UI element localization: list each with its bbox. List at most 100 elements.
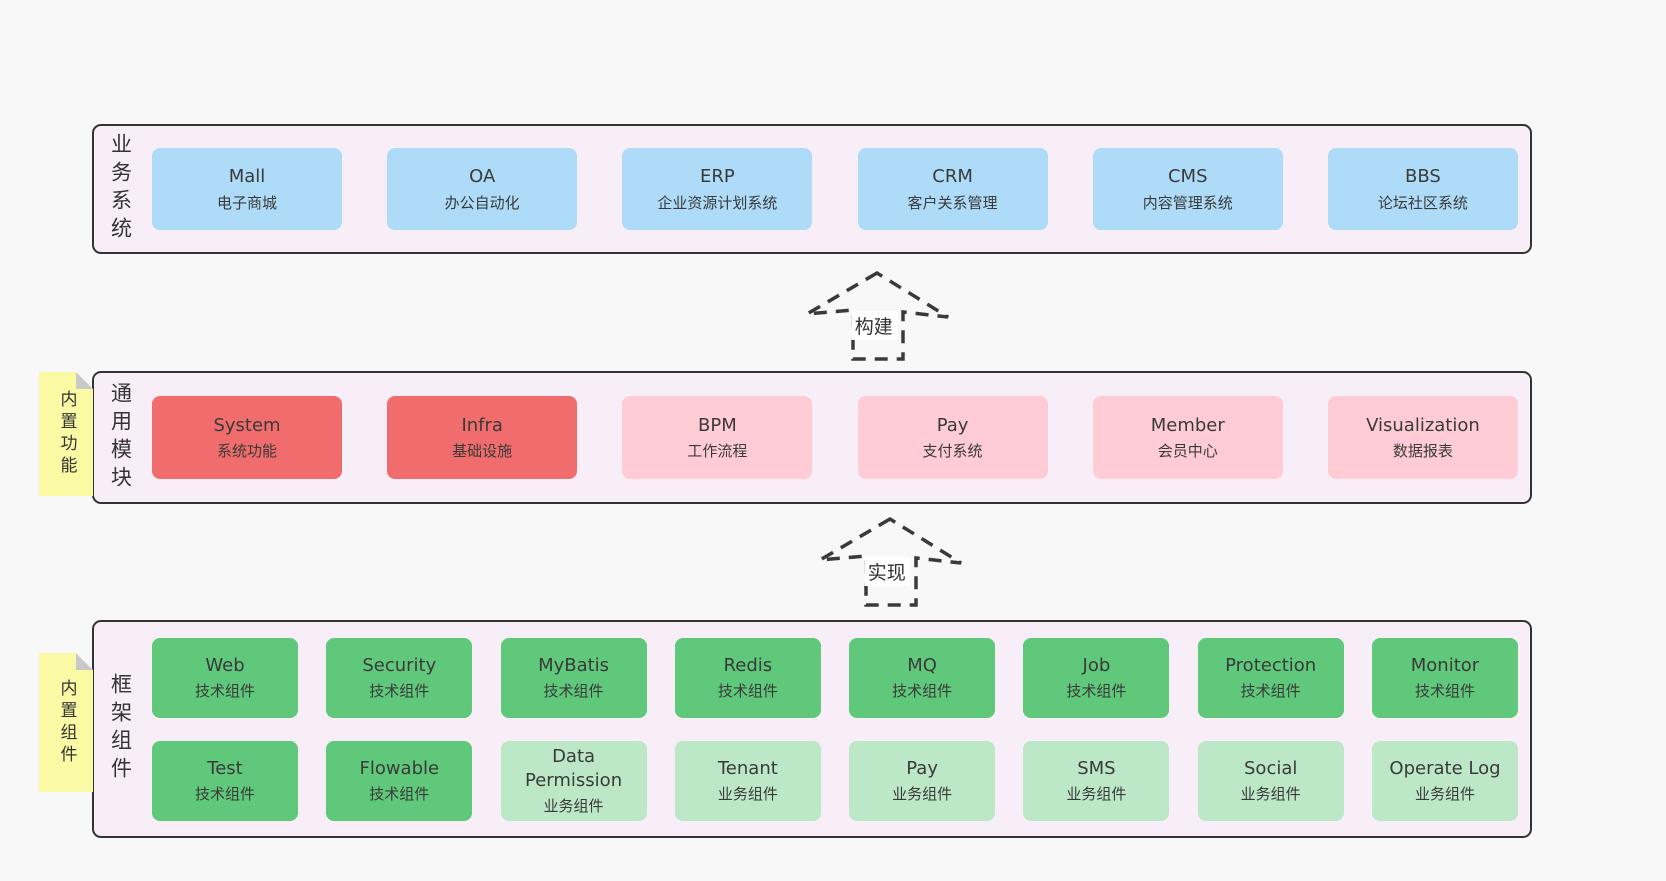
box-erp: ERP 企业资源计划系统 [622, 148, 813, 230]
box-name: Pay [936, 414, 969, 436]
box-desc: 工作流程 [687, 442, 748, 461]
box-pay-biz: Pay 业务组件 [849, 740, 996, 821]
box-mybatis: MyBatis 技术组件 [500, 637, 647, 718]
sticky-note-built-in-features: 内置功能 [39, 372, 93, 496]
business-boxes-row: Mall 电子商城 OA 办公自动化 ERP 企业资源计划系统 CRM 客户关系… [146, 126, 1530, 252]
box-sms: SMS 业务组件 [1023, 740, 1170, 821]
box-bbs: BBS 论坛社区系统 [1327, 148, 1518, 230]
box-desc: 技术组件 [369, 785, 430, 804]
box-desc: 系统功能 [216, 442, 277, 461]
box-data-permission: Data Permission 业务组件 [500, 740, 647, 821]
box-name: Tenant [717, 757, 778, 779]
modules-boxes-row: System 系统功能 Infra 基础设施 BPM 工作流程 Pay 支付系统… [146, 373, 1530, 502]
box-desc: 客户关系管理 [907, 193, 998, 212]
layer-modules-label: 通用模块 [108, 381, 133, 494]
box-desc: 企业资源计划系统 [657, 193, 778, 212]
arrow-build: 构建 [800, 268, 955, 365]
box-name: Monitor [1410, 654, 1480, 676]
box-desc: 技术组件 [194, 785, 255, 804]
box-desc: 业务组件 [1066, 785, 1127, 804]
arrow-implement: 实现 [813, 514, 968, 611]
box-monitor: Monitor 技术组件 [1371, 637, 1518, 718]
sticky-note-label: 内置功能 [56, 390, 77, 478]
framework-row-biz: Test 技术组件 Flowable 技术组件 Data Permission … [152, 740, 1518, 821]
box-oa: OA 办公自动化 [387, 148, 578, 230]
layer-business-systems: 业务系统 Mall 电子商城 OA 办公自动化 ERP 企业资源计划系统 CRM… [92, 124, 1532, 254]
box-system: System 系统功能 [152, 396, 342, 479]
arrow-build-label: 构建 [850, 311, 897, 340]
box-name: Pay [906, 757, 938, 779]
box-desc: 技术组件 [717, 682, 778, 701]
box-name: BPM [698, 414, 737, 436]
box-mall: Mall 电子商城 [152, 148, 342, 230]
box-name: Data Permission [525, 745, 623, 791]
framework-row-tech: Web 技术组件 Security 技术组件 MyBatis 技术组件 Redi… [152, 637, 1518, 718]
box-name: SMS [1077, 757, 1116, 779]
box-desc: 会员中心 [1157, 442, 1218, 461]
box-desc: 业务组件 [1240, 785, 1301, 804]
box-name: Security [362, 654, 437, 676]
box-desc: 基础设施 [452, 442, 513, 461]
layer-framework-components: 框架组件 Web 技术组件 Security 技术组件 MyBatis 技术组件… [92, 620, 1532, 838]
box-tenant: Tenant 业务组件 [674, 740, 821, 821]
layer-label-column: 通用模块 [94, 373, 146, 502]
box-desc: 电子商城 [216, 193, 277, 212]
layer-label-column: 业务系统 [94, 126, 146, 252]
box-name: CMS [1167, 166, 1208, 188]
box-cms: CMS 内容管理系统 [1092, 148, 1283, 230]
box-name: MQ [907, 654, 937, 676]
box-desc: 业务组件 [1414, 785, 1475, 804]
box-crm: CRM 客户关系管理 [857, 148, 1048, 230]
box-security: Security 技术组件 [326, 637, 473, 718]
box-desc: 技术组件 [1240, 682, 1301, 701]
box-name: Web [205, 654, 245, 676]
box-desc: 支付系统 [922, 442, 983, 461]
box-name: Test [207, 757, 243, 779]
box-member: Member 会员中心 [1092, 396, 1283, 479]
box-mq: MQ 技术组件 [849, 637, 996, 718]
box-flowable: Flowable 技术组件 [326, 740, 473, 821]
box-name: BBS [1405, 166, 1441, 188]
box-name: System [213, 414, 281, 436]
box-desc: 技术组件 [543, 682, 604, 701]
box-name: Redis [723, 654, 773, 676]
box-test: Test 技术组件 [152, 740, 298, 821]
box-bpm: BPM 工作流程 [622, 396, 813, 479]
box-infra: Infra 基础设施 [387, 396, 578, 479]
dashed-up-arrow-icon [806, 270, 949, 361]
box-name: Infra [461, 414, 503, 436]
layer-label-column: 框架组件 [94, 622, 146, 836]
box-desc: 业务组件 [892, 785, 953, 804]
box-desc: 办公自动化 [444, 193, 520, 212]
dashed-up-arrow-icon [819, 516, 962, 607]
box-name: Job [1082, 654, 1111, 676]
arrow-implement-label: 实现 [863, 557, 910, 586]
box-visualization: Visualization 数据报表 [1327, 396, 1518, 479]
box-name: Member [1150, 414, 1225, 436]
box-protection: Protection 技术组件 [1197, 637, 1344, 718]
box-desc: 技术组件 [892, 682, 953, 701]
box-desc: 技术组件 [1414, 682, 1475, 701]
box-desc: 业务组件 [543, 797, 604, 816]
box-desc: 数据报表 [1392, 442, 1453, 461]
box-name: MyBatis [538, 654, 610, 676]
sticky-note-built-in-components: 内置组件 [39, 653, 93, 792]
box-operate-log: Operate Log 业务组件 [1371, 740, 1518, 821]
box-name: Flowable [359, 757, 440, 779]
sticky-note-label: 内置组件 [56, 678, 77, 767]
box-name: OA [469, 166, 496, 188]
box-name: ERP [700, 166, 735, 188]
box-web: Web 技术组件 [152, 637, 298, 718]
box-desc: 技术组件 [1066, 682, 1127, 701]
layer-business-label: 业务系统 [108, 133, 133, 245]
box-redis: Redis 技术组件 [674, 637, 821, 718]
box-social: Social 业务组件 [1197, 740, 1344, 821]
box-name: CRM [932, 166, 973, 188]
box-name: Operate Log [1389, 757, 1501, 779]
layer-framework-label: 框架组件 [108, 673, 133, 785]
box-name: Social [1244, 757, 1298, 779]
box-desc: 内容管理系统 [1142, 193, 1233, 212]
layer-common-modules: 通用模块 System 系统功能 Infra 基础设施 BPM 工作流程 Pay… [92, 371, 1532, 504]
framework-rows: Web 技术组件 Security 技术组件 MyBatis 技术组件 Redi… [146, 622, 1530, 836]
box-job: Job 技术组件 [1023, 637, 1170, 718]
